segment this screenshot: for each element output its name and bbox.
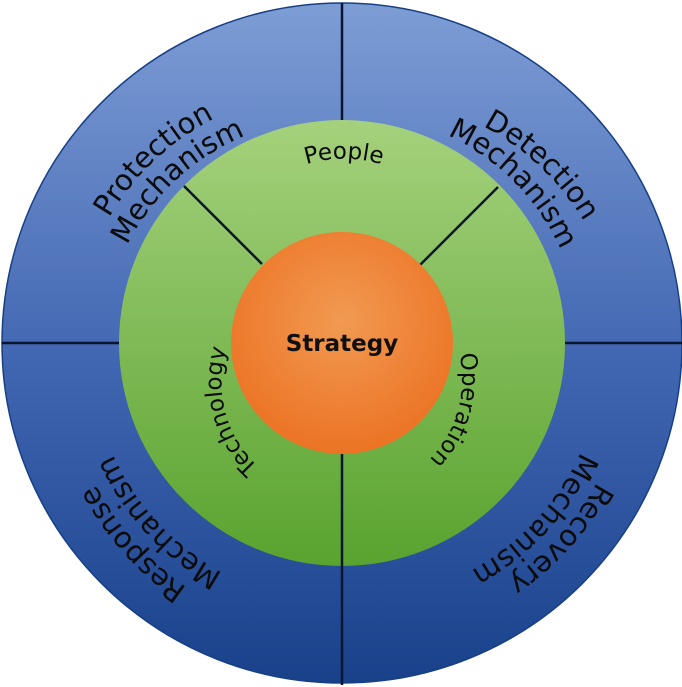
middle-divider-right — [419, 186, 499, 266]
middle-divider-left — [183, 185, 263, 265]
center-circle — [231, 232, 453, 454]
center-label: Strategy — [286, 331, 398, 357]
